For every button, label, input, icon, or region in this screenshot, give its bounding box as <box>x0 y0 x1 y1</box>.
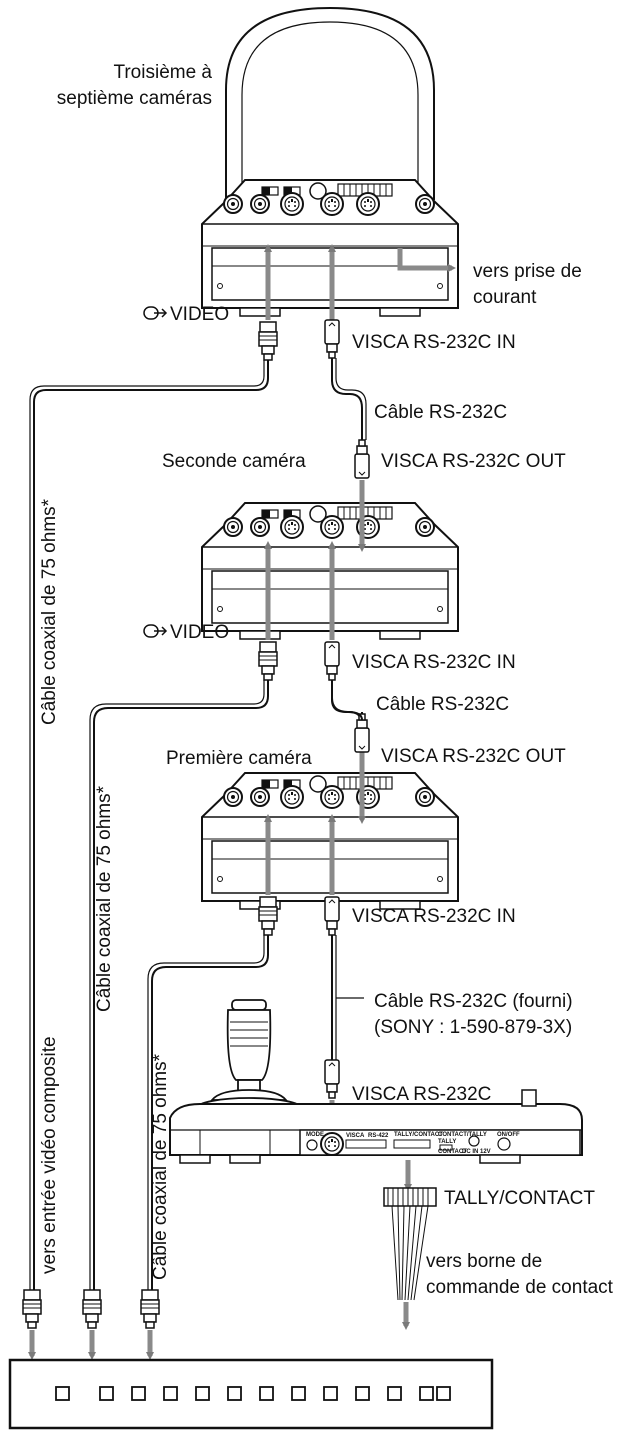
label-camera1: Première caméra <box>166 748 312 769</box>
remote-controller: MODE VISCA RS-422 TALLY/CONTACT CONTACT/… <box>169 999 583 1164</box>
panel-visca: VISCA <box>346 1133 365 1139</box>
video-device <box>8 1358 494 1430</box>
label-video-2: VIDEO <box>170 622 229 643</box>
label-coax-2: Câble coaxial de 75 ohms* <box>94 785 115 1012</box>
device-button <box>419 1386 434 1401</box>
camera-3 <box>202 6 458 316</box>
device-button <box>387 1386 402 1401</box>
label-power-line1: vers prise de <box>473 261 582 282</box>
device-button <box>99 1386 114 1401</box>
panel-mode: MODE <box>306 1132 324 1138</box>
label-visca-controller: VISCA RS-232C <box>352 1084 491 1105</box>
label-cable-supplied-line2: (SONY : 1-590-879-3X) <box>374 1017 572 1038</box>
label-power-line2: courant <box>473 287 537 308</box>
label-video-3: VIDEO <box>170 304 229 325</box>
device-button <box>323 1386 338 1401</box>
device-buttons <box>55 1386 451 1401</box>
device-button <box>195 1386 210 1401</box>
video-output-icon <box>143 306 168 320</box>
panel-tally-contact: TALLY/CONTACT <box>394 1132 443 1138</box>
label-cable-rs232-a: Câble RS-232C <box>374 402 507 423</box>
device-button <box>259 1386 274 1401</box>
label-camera3-line1: Troisième à <box>113 62 212 83</box>
label-visca-in-3: VISCA RS-232C IN <box>352 332 516 353</box>
label-cable-supplied-line1: Câble RS-232C (fourni) <box>374 991 573 1012</box>
label-cable-rs232-b: Câble RS-232C <box>376 694 509 715</box>
label-contact-line2: commande de contact <box>426 1277 614 1298</box>
panel-rs422: RS-422 <box>368 1133 389 1139</box>
panel-tally: TALLY <box>438 1139 456 1145</box>
device-button <box>55 1386 70 1401</box>
label-coax-3: Câble coaxial de 75 ohms* <box>150 1053 171 1280</box>
device-button <box>163 1386 178 1401</box>
label-coax-1: Câble coaxial de 75 ohms* <box>39 498 60 725</box>
device-button <box>355 1386 370 1401</box>
label-camera3-line2: septième caméras <box>57 88 212 109</box>
device-button <box>131 1386 146 1401</box>
label-visca-out-2: VISCA RS-232C OUT <box>381 451 566 472</box>
label-camera2: Seconde caméra <box>162 451 306 472</box>
tally-wires <box>387 1188 429 1301</box>
panel-contact: CONTACT <box>438 1149 467 1155</box>
panel-dc-in: DC IN 12V <box>462 1149 491 1155</box>
device-button <box>291 1386 306 1401</box>
label-contact-line1: vers borne de <box>426 1251 542 1272</box>
device-button <box>227 1386 242 1401</box>
label-tally: TALLY/CONTACT <box>444 1188 595 1209</box>
panel-contact-tally: CONTACT/TALLY <box>438 1132 487 1138</box>
device-button <box>436 1386 451 1401</box>
label-composite: vers entrée vidéo composite <box>39 1036 60 1274</box>
label-visca-out-1: VISCA RS-232C OUT <box>381 746 566 767</box>
panel-on-off: ON/OFF <box>497 1132 520 1138</box>
label-visca-in-2: VISCA RS-232C IN <box>352 652 516 673</box>
label-visca-in-1: VISCA RS-232C IN <box>352 906 516 927</box>
video-output-icon <box>143 624 168 638</box>
